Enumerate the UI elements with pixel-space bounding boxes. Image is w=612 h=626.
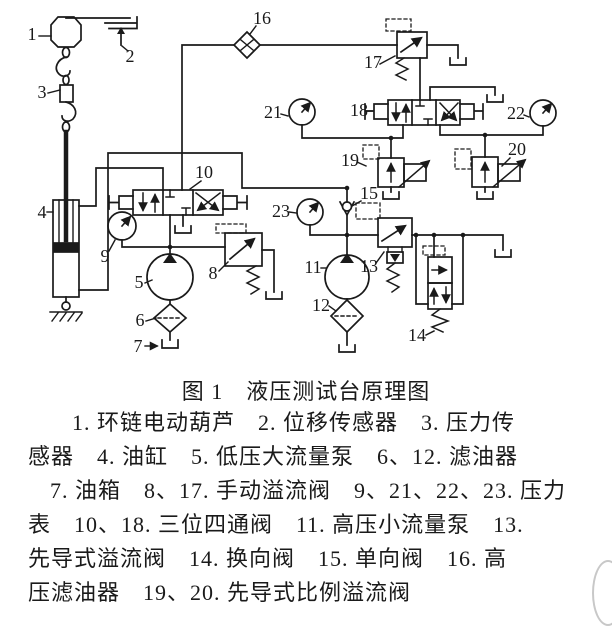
legend-line-6: 压滤油器 19、20. 先导式比例溢流阀: [28, 580, 412, 605]
prop-relief-19-icon: [362, 144, 431, 189]
component-label-4: 4: [38, 202, 47, 222]
component-label-12: 12: [312, 295, 330, 315]
cylinder-icon: [49, 199, 83, 322]
component-label-1: 1: [28, 24, 37, 44]
component-labels: 1 2 3 4 5 6 7 8 9 10 11 12 13 14 15 16 1…: [28, 8, 527, 356]
component-label-6: 6: [136, 310, 145, 330]
pipes: [65, 17, 544, 346]
legend-line-1: 1. 环链电动葫芦 2. 位移传感器 3. 压力传: [72, 410, 516, 435]
component-label-22: 22: [507, 103, 525, 123]
component-label-17: 17: [364, 52, 382, 72]
gauge-9-icon: [107, 211, 137, 241]
hoist-icon: [50, 16, 82, 86]
component-label-20: 20: [508, 139, 526, 159]
tank-symbols: [161, 57, 512, 353]
component-label-2: 2: [126, 46, 135, 66]
legend-line-5: 先导式溢流阀 14. 换向阀 15. 单向阀 16. 高: [28, 546, 508, 571]
component-label-11: 11: [304, 257, 321, 277]
component-label-8: 8: [209, 263, 218, 283]
pump-5-icon: [146, 253, 194, 301]
valve-18-icon: [364, 99, 484, 126]
displacement-sensor-icon: [104, 16, 138, 46]
component-label-15: 15: [360, 183, 378, 203]
component-label-19: 19: [341, 150, 359, 170]
valve-10-icon: [108, 189, 248, 216]
component-label-5: 5: [135, 272, 144, 292]
filter-12-icon: [329, 298, 365, 334]
component-label-7: 7: [134, 336, 143, 356]
gauge-23-icon: [296, 198, 324, 226]
directional-valve-14-icon: [422, 245, 453, 333]
legend: 1. 环链电动葫芦 2. 位移传感器 3. 压力传 感器 4. 油缸 5. 低压…: [28, 406, 584, 610]
figure-caption: 图 1 液压测试台原理图: [181, 379, 431, 404]
filter-6-icon: [152, 302, 188, 334]
component-label-14: 14: [408, 325, 426, 345]
relief-valve-17-icon: [385, 18, 428, 82]
component-label-3: 3: [38, 82, 47, 102]
gauge-21-icon: [288, 98, 316, 126]
legend-line-4: 表 10、18. 三位四通阀 11. 高压小流量泵 13.: [28, 512, 524, 537]
check-valve-15-icon: [338, 200, 356, 217]
component-label-9: 9: [101, 246, 110, 266]
component-label-18: 18: [350, 100, 368, 120]
component-label-10: 10: [195, 162, 213, 182]
label-leaders: [38, 25, 530, 351]
component-label-13: 13: [360, 256, 378, 276]
scan-artifact-icon: [592, 560, 612, 626]
hydraulic-schematic: 1 2 3 4 5 6 7 8 9 10 11 12 13 14 15 16 1…: [28, 8, 557, 356]
force-sensor-icon: [59, 84, 77, 133]
hp-filter-16-icon: [232, 30, 262, 60]
component-label-21: 21: [264, 102, 282, 122]
gauge-22-icon: [529, 99, 557, 127]
legend-line-3: 7. 油箱 8、17. 手动溢流阀 9、21、22、23. 压力: [50, 478, 567, 503]
component-label-16: 16: [253, 8, 271, 28]
component-label-23: 23: [272, 201, 290, 221]
relief-valve-8-icon: [215, 223, 263, 296]
prop-relief-20-icon: [454, 148, 527, 189]
pilot-relief-13-icon: [355, 202, 413, 294]
junctions: [167, 132, 488, 250]
legend-line-2: 感器 4. 油缸 5. 低压大流量泵 6、12. 滤油器: [28, 444, 519, 469]
